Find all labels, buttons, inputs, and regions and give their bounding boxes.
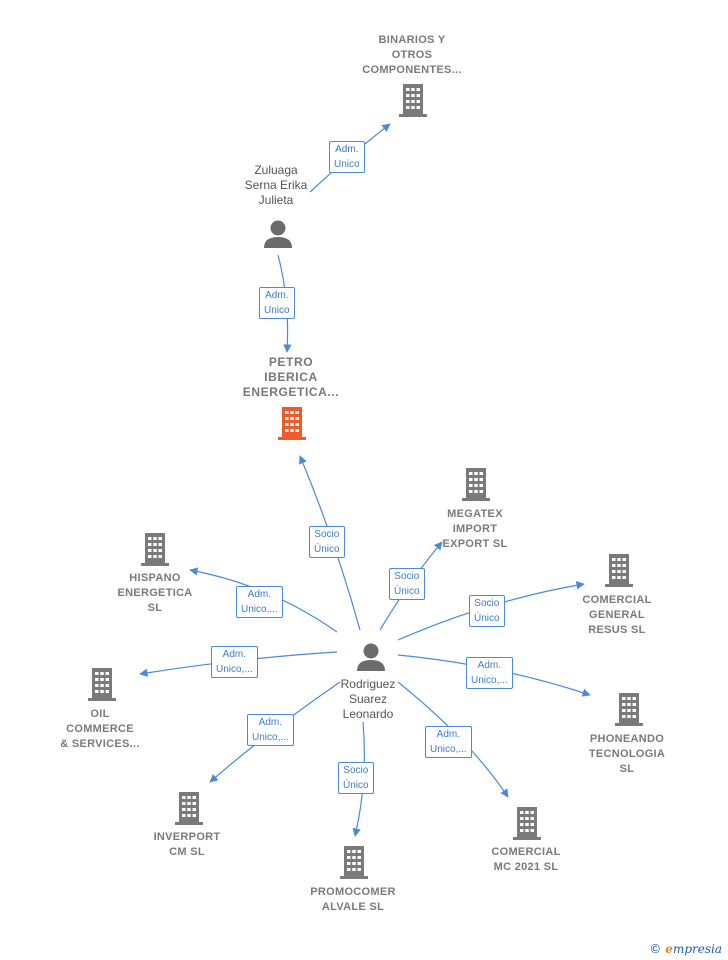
edge-label-rodriguez-hispano: Adm. Unico,... [236, 586, 283, 618]
person-icon-rodriguez[interactable] [357, 643, 385, 672]
node-label-oil[interactable]: OIL COMMERCE & SERVICES... [60, 708, 140, 750]
node-label-hispano[interactable]: HISPANO ENERGETICA SL [117, 572, 193, 614]
building-icon-hispano[interactable] [141, 533, 169, 566]
brand-initial: e [665, 942, 673, 956]
brand-logo: ©empresia [649, 942, 722, 956]
building-icon-megatex[interactable] [462, 468, 490, 501]
edge-label-zuluaga-petro: Adm. Unico [259, 287, 295, 319]
edge-label-zuluaga-binarios: Adm. Unico [329, 141, 365, 173]
node-label-zuluaga[interactable]: Zuluaga Serna Erika Julieta [244, 163, 308, 207]
edge-label-rodriguez-megatex: Socio Único [389, 568, 425, 600]
building-icon-inverport[interactable] [175, 792, 203, 825]
node-label-comercial-mc[interactable]: COMERCIAL MC 2021 SL [491, 846, 561, 873]
building-icon-binarios[interactable] [399, 84, 427, 117]
edge-label-rodriguez-oil: Adm. Unico,... [211, 646, 258, 678]
edge-label-rodriguez-petro: Socio Único [309, 526, 345, 558]
node-label-petro[interactable]: PETRO IBERICA ENERGETICA... [242, 355, 340, 399]
edge-label-rodriguez-comercial-mc: Adm. Unico,... [425, 726, 472, 758]
edge-label-rodriguez-promocomer: Socio Único [338, 762, 374, 794]
node-label-rodriguez[interactable]: Rodriguez Suarez Leonardo [340, 677, 396, 721]
node-label-phoneando[interactable]: PHONEANDO TECNOLOGIA SL [588, 733, 666, 775]
building-icon-phoneando[interactable] [615, 693, 643, 726]
copyright-icon: © [649, 942, 662, 956]
node-label-comercial-general[interactable]: COMERCIAL GENERAL RESUS SL [582, 594, 652, 636]
building-icon-oil[interactable] [88, 668, 116, 701]
building-icon-petro[interactable] [278, 407, 306, 440]
building-icon-promocomer[interactable] [340, 846, 368, 879]
node-label-inverport[interactable]: INVERPORT CM SL [153, 831, 221, 858]
brand-name: mpresia [672, 942, 722, 956]
node-label-promocomer[interactable]: PROMOCOMER ALVALE SL [310, 886, 396, 913]
building-icon-comercial-mc[interactable] [513, 807, 541, 840]
node-label-binarios[interactable]: BINARIOS Y OTROS COMPONENTES... [362, 34, 462, 76]
edge-label-rodriguez-comercial-general: Socio Único [469, 595, 505, 627]
edge-label-rodriguez-inverport: Adm. Unico,... [247, 714, 294, 746]
edge-label-rodriguez-phoneando: Adm. Unico,... [466, 657, 513, 689]
node-label-megatex[interactable]: MEGATEX IMPORT EXPORT SL [442, 508, 508, 550]
person-icon-zuluaga[interactable] [264, 220, 292, 249]
building-icon-comercial-general[interactable] [605, 554, 633, 587]
